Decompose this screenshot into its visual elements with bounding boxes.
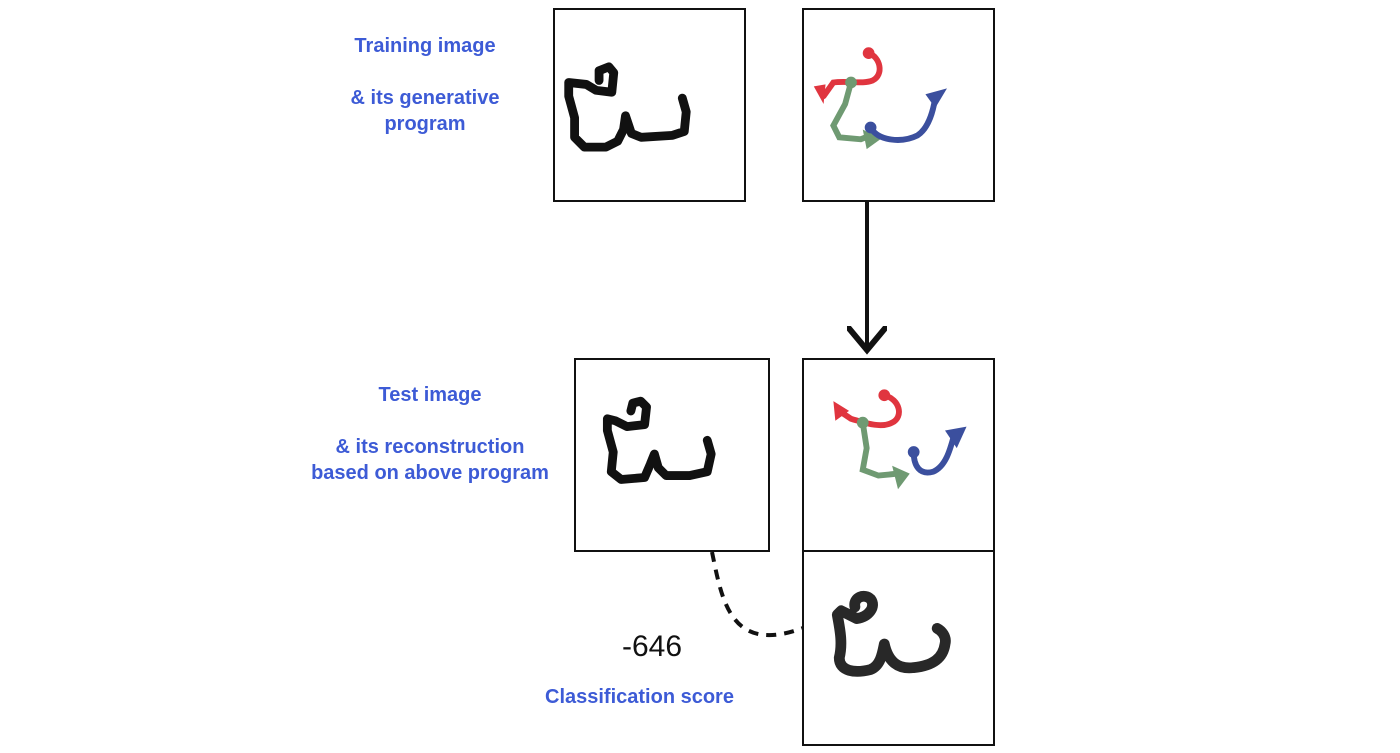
training-title: Training image [354, 35, 496, 57]
reconstruction-glyph [831, 590, 951, 677]
stroke-1 [836, 392, 902, 429]
reconstruction-box [802, 550, 995, 746]
test-image-box [574, 358, 770, 552]
training-caption: Training image & its generative program [320, 33, 530, 137]
stroke-3-start-dot [864, 121, 877, 134]
training-program-strokes [813, 47, 947, 150]
stroke-3-arrowhead [925, 88, 947, 108]
test-program-box [802, 358, 995, 552]
training-image-box [553, 8, 746, 202]
stroke-1 [820, 50, 883, 100]
stroke-3-start-dot [907, 446, 920, 458]
test-subtitle-line1: & its reconstruction [335, 436, 525, 458]
training-program-box [802, 8, 995, 202]
stroke-1-arrowhead [813, 84, 826, 105]
stroke-3 [867, 95, 939, 143]
stroke-2-arrowhead [892, 465, 910, 490]
stroke-3-arrowhead [945, 426, 967, 449]
stroke-1-start-dot [878, 389, 891, 402]
training-subtitle-line2: program [384, 113, 466, 135]
test-glyph [602, 396, 716, 484]
stroke-3 [910, 429, 958, 476]
test-caption: Test image & its reconstruction based on… [285, 382, 575, 486]
score-value: -646 [622, 630, 683, 663]
stroke-1-start-dot [862, 47, 875, 59]
stroke-2-start-dot [845, 76, 857, 89]
score-label: Classification score [545, 686, 734, 708]
training-glyph [564, 62, 691, 152]
test-subtitle-line2: based on above program [311, 462, 549, 484]
stroke-2 [859, 419, 901, 479]
test-program-strokes [833, 389, 967, 490]
stroke-2-arrowhead [862, 129, 881, 150]
stroke-2-start-dot [856, 416, 869, 429]
dashed-link [710, 551, 804, 637]
stroke-2 [830, 79, 874, 143]
test-title: Test image [378, 384, 482, 406]
stroke-1-arrowhead [833, 401, 850, 421]
training-subtitle-line1: & its generative [350, 87, 500, 109]
